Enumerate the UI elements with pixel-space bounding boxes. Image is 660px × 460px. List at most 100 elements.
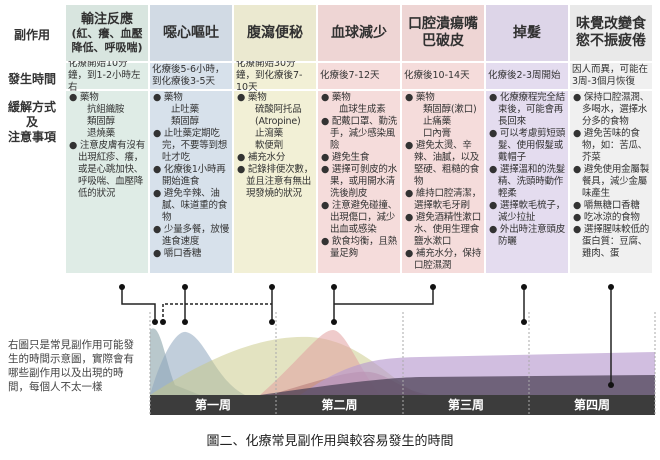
relief-item: ● 注意皮膚有沒有出現紅疹、癢，或是心跳加快、呼吸喘、血壓降低的狀況: [69, 140, 146, 199]
connector-dot: [608, 382, 614, 388]
onset-time: 化療後7-12天: [318, 63, 400, 89]
relief-item-text: 避免苦味的食物，如：苦瓜、芥菜: [582, 128, 648, 163]
label-relief-line: 及: [25, 115, 38, 129]
column-title: 噁心嘔吐: [163, 24, 219, 41]
relief-item-text: 藥物: [79, 92, 99, 103]
relief-item-text: 選擇可剝皮的水果，或用開水清洗後削皮: [330, 164, 398, 199]
side-effect-column: 腹瀉便秘化療開始30分鐘，到化療後7-10天● 藥物硫酸阿托品(Atropine…: [234, 5, 316, 273]
relief-item: ● 選擇可剝皮的水果，或用開水清洗後削皮: [321, 164, 398, 199]
column-title: 輸注反應: [80, 11, 133, 27]
column-header: 腹瀉便秘: [234, 5, 316, 61]
relief-item-text: 嚼無糖口香糖: [583, 200, 640, 211]
relief-item: ● 藥物: [237, 92, 267, 103]
label-relief-line: 緩解方式: [7, 100, 56, 114]
relief-item: ● 避免辛辣、油膩、味道重的食物: [153, 188, 228, 223]
relief-item-text: 飲食均衡，且熱量足夠: [330, 236, 398, 259]
relief-item: ● 少量多餐，放慢進食速度: [153, 224, 230, 247]
relief-item-text: 少量多餐，放慢進食速度: [162, 224, 230, 247]
column-header-inner: 噁心嘔吐: [163, 25, 219, 42]
column-header-inner: 輸注反應(紅、癢、血壓降低、呼吸喘): [66, 12, 148, 55]
chart-note: 右圖只是常見副作用可能發生的時間示意圖，實際會有哪些副作用以及出現的時間，每個人…: [8, 339, 134, 393]
relief-list: ● 化療療程完全結束後，可能會再長回來● 可以考慮剪短頭髮、使用假髮或戴帽子● …: [486, 91, 568, 273]
relief-item-text: 避免辛辣、油膩、味道重的食物: [162, 188, 228, 223]
relief-item: ● 避免使用金屬製餐具，減少金屬味產生: [573, 164, 650, 199]
side-effect-column: 味覺改變食慾不振疲倦因人而異，可能在3周-3個月恢復● 保持口腔濕潤、多喝水，選…: [570, 5, 652, 273]
relief-item-text: 避免生食: [331, 152, 370, 163]
relief-item: ● 維持口腔清潔，選擇軟毛牙刷: [405, 188, 482, 211]
relief-list: ● 藥物止吐藥類固醇● 止吐藥定期吃完，不要等到想吐才吃● 化療後1小時再開始進…: [150, 91, 232, 273]
side-effect-column: 輸注反應(紅、癢、血壓降低、呼吸喘)化療開始10分鐘，到1-2小時左右● 藥物抗…: [66, 5, 148, 273]
relief-item: ● 配戴口罩、勤洗手，減少感染風險: [321, 116, 398, 151]
connector-dot: [152, 319, 158, 325]
label-relief: 緩解方式 及 注意事項: [0, 100, 64, 145]
relief-subitem: 類固醇(漱口): [423, 104, 477, 115]
connector-line: [333, 287, 434, 322]
column-title: 血球減少: [331, 24, 387, 41]
onset-time: 化療開始30分鐘，到化療後7-10天: [234, 58, 316, 93]
column-header: 噁心嘔吐: [150, 5, 232, 61]
relief-list: ● 保持口腔濕潤、多喝水，選擇水分多的食物● 避免苦味的食物，如：苦瓜、芥菜● …: [570, 91, 652, 273]
relief-item-text: 避免太燙、辛辣、油膩，以及堅硬、粗糙的食物: [414, 140, 480, 187]
relief-list: ● 藥物硫酸阿托品(Atropine)止瀉藥軟便劑● 補充水分● 記錄排便次數，…: [234, 91, 316, 273]
column-title: 腹瀉便秘: [247, 24, 303, 41]
connector-dot: [182, 319, 188, 325]
relief-item-text: 選擇腥味較低的蛋白質：豆腐、雞肉、蛋: [582, 224, 650, 259]
relief-item: ● 藥物: [321, 92, 351, 103]
relief-subitem: 類固醇: [171, 116, 199, 127]
column-header-inner: 口腔潰瘍嘴巴破皮: [402, 16, 484, 50]
relief-item-text: 吃冰涼的食物: [583, 212, 640, 223]
relief-subitem: 退燒藥: [87, 128, 115, 139]
connector-dot: [521, 319, 527, 325]
relief-item: ● 止吐藥定期吃完，不要等到想吐才吃: [153, 128, 228, 163]
relief-item-text: 避免酒精性漱口水、使用生理食鹽水漱口: [414, 212, 482, 247]
relief-item: ● 飲食均衡，且熱量足夠: [321, 236, 398, 259]
relief-item: ● 選擇腥味較低的蛋白質：豆腐、雞肉、蛋: [573, 224, 650, 259]
column-header-inner: 血球減少: [331, 25, 387, 42]
relief-item-text: 選擇軟毛梳子，減少拉扯: [498, 200, 566, 223]
relief-item-text: 藥物: [331, 92, 351, 103]
column-header-inner: 味覺改變食慾不振疲倦: [570, 16, 652, 50]
figure-caption: 圖二、化療常見副作用與較容易發生的時間: [206, 434, 454, 449]
relief-item: ● 避免苦味的食物，如：苦瓜、芥菜: [573, 128, 648, 163]
relief-item-text: 注意皮膚有沒有出現紅疹、癢，或是心跳加快、呼吸喘、血壓降低的狀況: [78, 140, 146, 199]
connectors-group: [119, 284, 614, 388]
relief-item-text: 藥物: [163, 92, 183, 103]
onset-time: 化療後2-3周開始: [486, 63, 568, 89]
relief-list: ● 藥物血球生成素● 配戴口罩、勤洗手，減少感染風險● 避免生食● 選擇可剝皮的…: [318, 91, 400, 273]
relief-item-text: 注意避免碰撞、出現傷口，減少出血或感染: [330, 200, 398, 235]
connector-dot: [608, 284, 614, 290]
relief-item: ● 補充水分: [237, 152, 286, 163]
relief-subitem: 軟便劑: [255, 140, 283, 151]
connector-dot: [331, 284, 337, 290]
side-effect-column: 掉髮化療後2-3周開始● 化療療程完全結束後，可能會再長回來● 可以考慮剪短頭髮…: [486, 5, 568, 273]
side-effect-column: 口腔潰瘍嘴巴破皮化療後10-14天● 藥物類固醇(漱口)止痛藥口內膏● 避免太燙…: [402, 5, 484, 273]
column-subtitle: (紅、癢、血壓降低、呼吸喘): [71, 26, 143, 54]
column-header: 輸注反應(紅、癢、血壓降低、呼吸喘): [66, 5, 148, 61]
relief-subitem: 類固醇: [87, 116, 115, 127]
connector-dot: [160, 319, 166, 325]
curves-group: [150, 328, 655, 395]
relief-item-text: 止吐藥定期吃完，不要等到想吐才吃: [162, 128, 228, 163]
relief-item-text: 記錄排便次數，並且注意有無出現發燒的狀況: [246, 164, 314, 199]
column-header-inner: 掉髮: [513, 25, 541, 42]
relief-item-text: 選擇溫和的洗髮精、洗頭時動作輕柔: [498, 164, 566, 199]
relief-item-text: 保持口腔濕潤、多喝水，選擇水分多的食物: [582, 92, 650, 127]
relief-item: ● 嚼無糖口香糖: [573, 200, 640, 211]
relief-item: ● 外出時注意頭皮防曬: [489, 224, 566, 247]
relief-item: ● 可以考慮剪短頭髮、使用假髮或戴帽子: [489, 128, 566, 163]
relief-item-text: 補充水分，保持口腔濕潤: [414, 248, 482, 271]
relief-item: ● 避免生食: [321, 152, 370, 163]
connector-line: [121, 287, 156, 322]
relief-subitem: 抗組織胺: [87, 104, 125, 115]
relief-subitem: 硫酸阿托品: [255, 104, 302, 115]
column-title: 味覺改變食慾不振疲倦: [576, 16, 646, 49]
relief-item: ● 注意避免碰撞、出現傷口，減少出血或感染: [321, 200, 398, 235]
relief-subitem: 口內膏: [423, 128, 451, 139]
onset-time: 化療後10-14天: [402, 63, 484, 89]
relief-subitem: 止瀉藥: [255, 128, 283, 139]
side-effect-column: 血球減少化療後7-12天● 藥物血球生成素● 配戴口罩、勤洗手，減少感染風險● …: [318, 5, 400, 273]
relief-item: ● 選擇軟毛梳子，減少拉扯: [489, 200, 566, 223]
side-effect-curve: [260, 375, 655, 395]
connector-dot: [119, 284, 125, 290]
